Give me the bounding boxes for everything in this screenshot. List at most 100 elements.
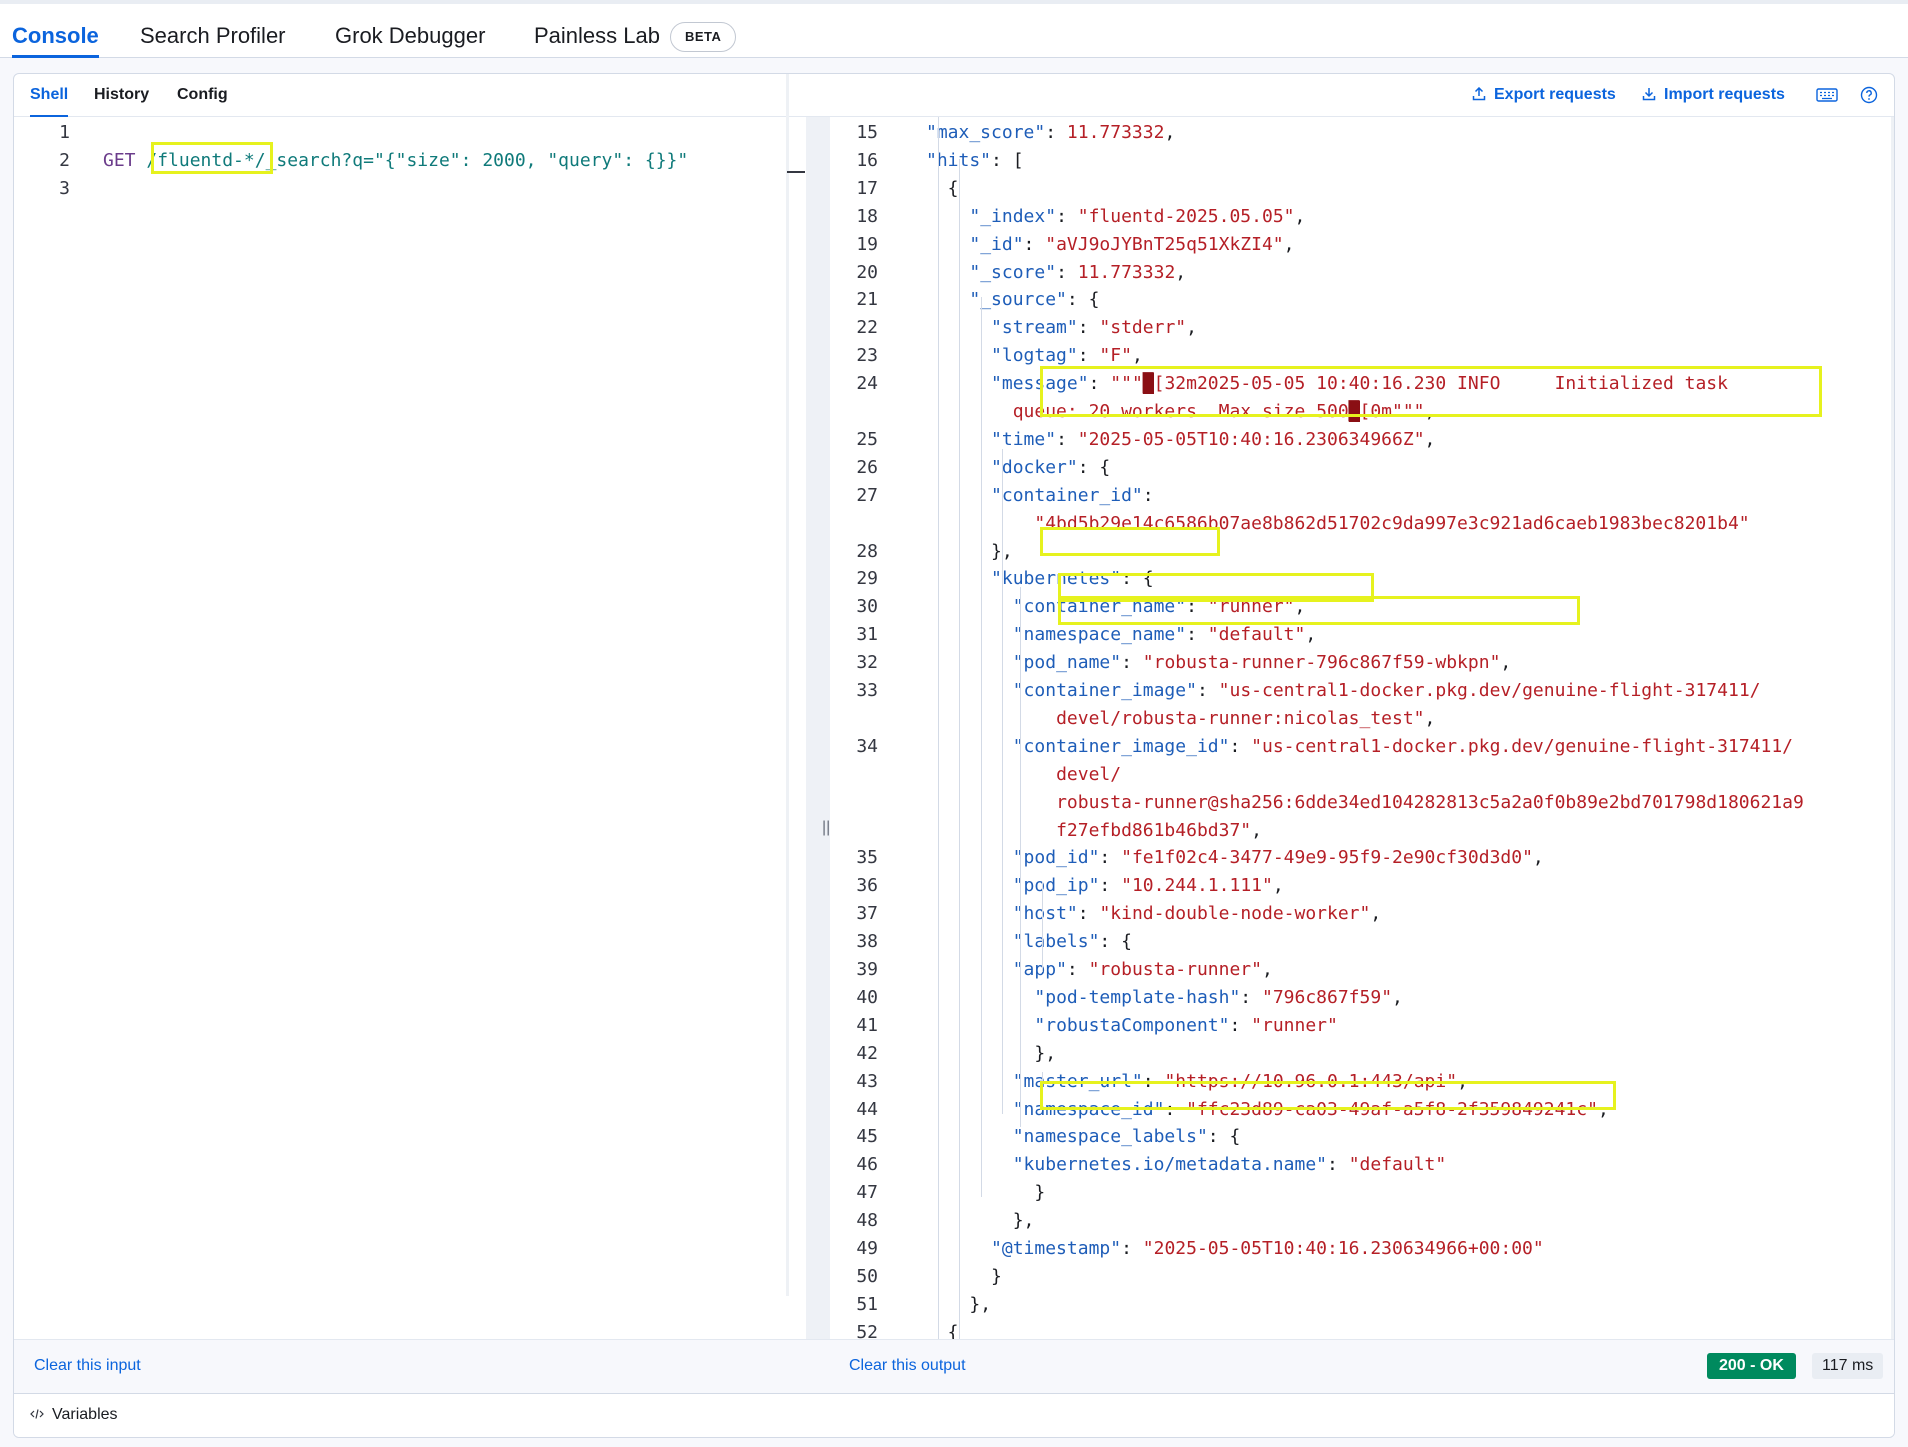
code-token: "stream"	[991, 317, 1078, 339]
clear-input-button[interactable]: Clear this input	[34, 1357, 141, 1374]
line-number: 27	[856, 484, 878, 506]
code-token: :	[1164, 1098, 1187, 1120]
line-number: 2	[59, 150, 70, 171]
code-token: },	[991, 540, 1013, 562]
response-line: "container_image_id": "us-central1-docke…	[1013, 733, 1793, 761]
line-number: 1	[59, 122, 70, 143]
code-token: ,	[1251, 819, 1262, 841]
code-token: f27efbd861b46bd37"	[1012, 819, 1252, 841]
resize-grip-icon[interactable]: ||	[822, 819, 831, 836]
code-token: "https://10.96.0.1:443/api"	[1164, 1070, 1458, 1092]
line-number: 33	[856, 680, 878, 701]
code-token: "host"	[1012, 903, 1078, 925]
code-token: {	[947, 1321, 959, 1339]
pane-resize-handle[interactable]	[806, 117, 830, 1397]
help-icon[interactable]	[1860, 86, 1878, 109]
code-token: "kubernetes.io/metadata.name"	[1012, 1154, 1327, 1176]
tab-history[interactable]: History	[94, 86, 150, 103]
code-token: "aVJ9oJYBnT25q51XkZI4"	[1045, 233, 1284, 255]
line-number: 52	[856, 1321, 878, 1339]
export-requests-button[interactable]: Export requests	[1472, 74, 1616, 117]
code-token: ,	[1424, 707, 1436, 729]
status-badge: 200 - OK	[1707, 1353, 1796, 1379]
code-token: "app"	[1012, 959, 1067, 980]
response-line: "hits": [	[926, 147, 1024, 175]
code-token: ,	[1424, 401, 1436, 422]
code-token: :	[1327, 1154, 1349, 1176]
code-token: [0m"""	[1359, 401, 1425, 422]
variables-button[interactable]: Variables	[30, 1406, 118, 1424]
code-token: ,	[1500, 652, 1512, 674]
code-token: "container_id"	[991, 484, 1143, 506]
code-token: :	[1056, 261, 1078, 283]
code-token: "kind-double-node-worker"	[1099, 903, 1371, 925]
response-line: "message": """█[32m2025-05-05 10:40:16.2…	[991, 370, 1728, 398]
request-scrollbar[interactable]	[786, 74, 789, 1296]
request-index-path: /fluentd-*/	[146, 150, 266, 171]
response-viewer[interactable]: 15"max_score": 11.773332,16"hits": [17{1…	[830, 117, 1894, 1339]
code-token: },	[969, 1293, 992, 1315]
import-requests-label: Import requests	[1664, 86, 1785, 103]
tab-console[interactable]: Console	[12, 16, 99, 58]
line-number: 47	[856, 1182, 878, 1204]
tab-painless-lab[interactable]: Painless Lab	[534, 23, 660, 48]
code-token: :	[1121, 652, 1143, 674]
line-number: 38	[856, 931, 878, 953]
variables-bar: Variables	[14, 1393, 1894, 1437]
response-line: "4bd5b29e14c6586b07ae8b862d51702c9da997e…	[991, 510, 1749, 538]
code-token: "796c867f59"	[1261, 986, 1393, 1008]
code-token: "us-central1-docker.pkg.dev/genuine-flig…	[1251, 735, 1794, 757]
response-line: "labels": {	[1013, 928, 1132, 956]
request-editor[interactable]: 1 2 3 GET /fluentd-*/_search?q="{"size":…	[14, 117, 789, 1339]
response-line: "@timestamp": "2025-05-05T10:40:16.23063…	[991, 1235, 1544, 1263]
code-token: :	[1056, 205, 1078, 227]
response-line: "pod_ip": "10.244.1.111",	[1013, 872, 1284, 900]
keyboard-icon[interactable]	[1816, 86, 1838, 109]
line-number: 51	[856, 1293, 878, 1315]
response-line: },	[969, 1291, 991, 1319]
response-line: robusta-runner@sha256:6dde34ed104282813c…	[1013, 789, 1804, 817]
code-token: }	[1034, 1182, 1046, 1204]
scroll-marker	[787, 171, 805, 173]
indent-guide	[1020, 587, 1021, 1127]
code-token: ,	[1457, 1070, 1468, 1092]
code-token: "pod_ip"	[1012, 875, 1100, 897]
tab-grok-debugger[interactable]: Grok Debugger	[335, 23, 486, 48]
tab-search-profiler[interactable]: Search Profiler	[140, 23, 286, 48]
code-token: [32m2025-05-05 10:40:16.230 INFO Initial…	[1153, 373, 1728, 395]
import-requests-button[interactable]: Import requests	[1642, 74, 1785, 117]
request-line[interactable]: GET /fluentd-*/_search?q="{"size": 2000,…	[103, 147, 688, 175]
response-line: "pod_name": "robusta-runner-796c867f59-w…	[1013, 649, 1512, 677]
clear-output-button[interactable]: Clear this output	[849, 1357, 966, 1374]
export-icon	[1472, 86, 1486, 101]
response-line: }	[991, 1263, 1002, 1291]
code-token: "_index"	[969, 205, 1057, 227]
response-line: "_score": 11.773332,	[969, 259, 1186, 287]
beta-badge: BETA	[670, 22, 737, 52]
response-line: "max_score": 11.773332,	[926, 119, 1175, 147]
line-number: 41	[856, 1014, 878, 1036]
code-token: ,	[1294, 596, 1306, 618]
response-line: "time": "2025-05-05T10:40:16.230634966Z"…	[991, 426, 1435, 454]
code-token: "namespace_name"	[1012, 624, 1187, 646]
code-token: : {	[1066, 289, 1100, 311]
code-token: :	[1142, 484, 1154, 506]
line-number: 31	[856, 624, 878, 646]
code-token: },	[1012, 1210, 1035, 1232]
code-icon	[30, 1409, 44, 1419]
line-number: 29	[856, 568, 878, 590]
tab-config[interactable]: Config	[177, 86, 228, 103]
code-token: :	[1077, 317, 1100, 339]
response-line: "app": "robusta-runner",	[1013, 956, 1273, 984]
code-token: :	[1056, 428, 1078, 450]
code-token: "container_image"	[1012, 680, 1197, 701]
response-scrollbar[interactable]	[1891, 117, 1894, 1339]
response-line: "_id": "aVJ9oJYBnT25q51XkZI4",	[969, 231, 1294, 259]
code-token: :	[1229, 1014, 1252, 1036]
code-token: "pod_name"	[1012, 652, 1122, 674]
shell-tab-bar: Shell History Config Export requests Imp…	[14, 74, 1894, 117]
code-token: ,	[1272, 875, 1284, 897]
tab-shell[interactable]: Shell	[30, 74, 69, 117]
response-line: "docker": {	[991, 454, 1110, 482]
code-token: "namespace_labels"	[1012, 1126, 1208, 1148]
